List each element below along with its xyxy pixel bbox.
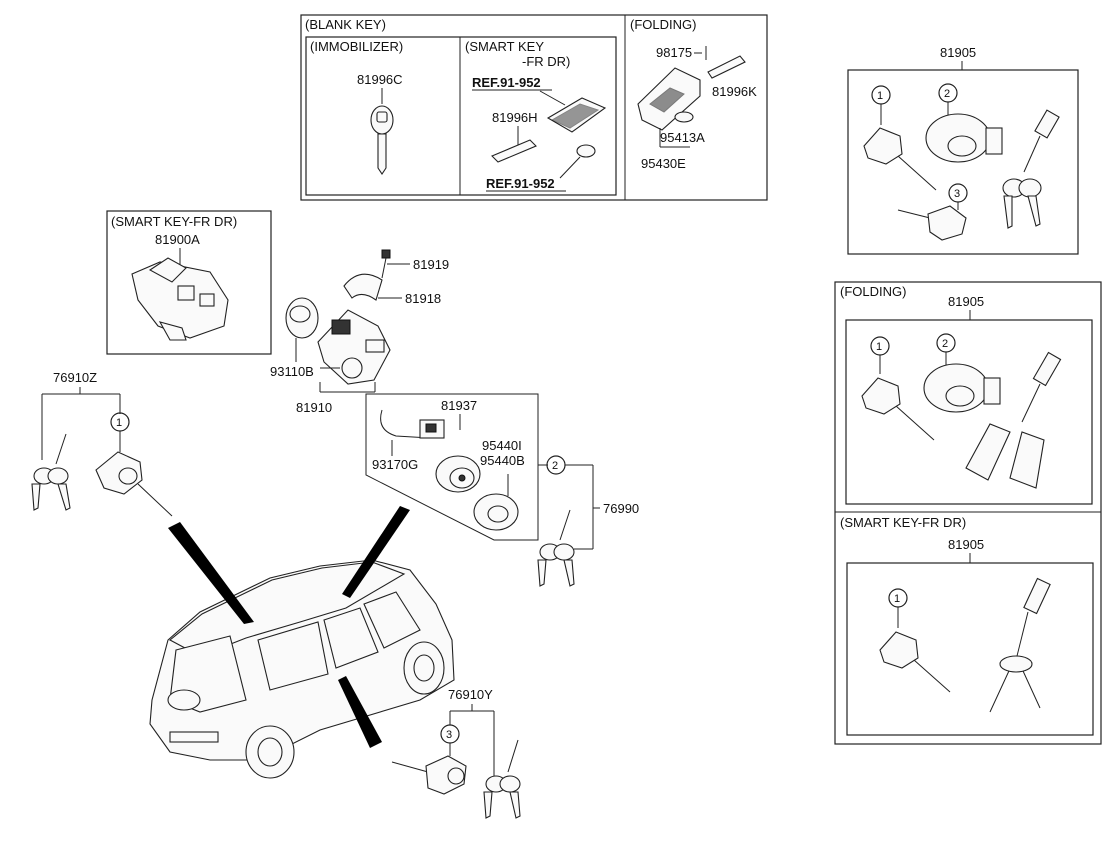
label-81919: 81919 xyxy=(413,257,449,272)
smart-key-fr-dr-right-title: (SMART KEY-FR DR) xyxy=(840,515,966,530)
smart-key-fr-dr-left-box xyxy=(106,210,272,355)
key-set-81905-standard-group: 81905 1 2 3 xyxy=(847,45,1079,255)
smart-key-blades-icon xyxy=(989,577,1051,713)
callout-2-center: 2 xyxy=(552,460,558,472)
label-93170G: 93170G xyxy=(372,457,418,472)
screw-icon xyxy=(381,249,391,279)
blank-key-group: (BLANK KEY) (IMMOBILIZER) (SMART KEY -FR… xyxy=(300,14,768,201)
emergency-key-blade-icon xyxy=(491,139,537,163)
folding-key-pair-icon xyxy=(965,351,1062,489)
ref-lower: REF.91-952 xyxy=(486,176,555,191)
immobilizer-key-icon xyxy=(370,105,394,175)
label-81905-smart: 81905 xyxy=(948,537,984,552)
folding-title-top: (FOLDING) xyxy=(630,17,696,32)
immobilizer-parts-outline xyxy=(365,393,539,541)
label-81937: 81937 xyxy=(441,398,477,413)
label-93110B: 93110B xyxy=(270,364,314,379)
folding-blade-icon xyxy=(707,55,746,79)
ignition-cylinder-r1-icon xyxy=(925,113,1003,163)
door-lock-cylinder-bottom-icon xyxy=(391,755,467,795)
folding-fob-icon xyxy=(637,67,701,131)
immobilizer-title: (IMMOBILIZER) xyxy=(310,39,403,54)
label-81996K: 81996K xyxy=(712,84,757,99)
smart-key-fr-dr-left-title: (SMART KEY-FR DR) xyxy=(111,214,237,229)
lock-cylinder-3-r1-icon xyxy=(897,205,967,241)
key-set-folding-group: (FOLDING) 81905 1 2 xyxy=(834,281,1102,745)
label-81996C: 81996C xyxy=(357,72,403,87)
battery-icon xyxy=(576,144,596,158)
blank-key-inner-box xyxy=(305,36,617,196)
right-outer-box xyxy=(834,281,1102,745)
label-81905-folding: 81905 xyxy=(948,294,984,309)
ignition-assembly-group: 81919 81918 93110B 81910 xyxy=(270,249,449,415)
callout-1-r2: 1 xyxy=(876,341,882,353)
wiring-harness-icon xyxy=(380,409,445,439)
ignition-lock-cylinder-icon xyxy=(285,297,319,339)
label-76910Y: 76910Y xyxy=(448,687,493,702)
key-pair-76910Y-icon xyxy=(483,739,521,819)
key-pair-76990-icon xyxy=(537,509,575,587)
immobilizer-antenna-icon xyxy=(435,455,481,493)
label-81900A: 81900A xyxy=(155,232,200,247)
blank-key-box xyxy=(300,14,768,201)
label-81996H: 81996H xyxy=(492,110,538,125)
label-81910: 81910 xyxy=(296,400,332,415)
key-set-76990-group: 2 76990 xyxy=(537,455,639,587)
callout-2-r1: 2 xyxy=(944,88,950,100)
callout-1-r3: 1 xyxy=(894,593,900,605)
blank-key-title: (BLANK KEY) xyxy=(305,17,386,32)
label-95440I: 95440I xyxy=(482,438,522,453)
label-95430E: 95430E xyxy=(641,156,686,171)
smart-key-fob-icon xyxy=(546,97,607,133)
steering-lock-housing-icon xyxy=(317,309,391,385)
ref-upper: REF.91-952 xyxy=(472,75,541,90)
key-pair-76910Z-icon xyxy=(31,433,71,511)
key-set-81905-folding-box xyxy=(845,319,1093,505)
immobilizer-parts-group: 81937 93170G 95440I 95440B xyxy=(365,393,548,541)
label-76910Z: 76910Z xyxy=(53,370,97,385)
key-pair-r1-icon xyxy=(1002,109,1060,229)
smart-key-title-line1: (SMART KEY xyxy=(465,39,544,54)
ignition-cylinder-r2-icon xyxy=(923,363,1001,413)
key-ring-bezel-icon xyxy=(473,493,519,531)
label-76990: 76990 xyxy=(603,501,639,516)
steering-lock-bracket-icon xyxy=(343,273,383,301)
key-set-81905-standard-box xyxy=(847,69,1079,255)
label-81905-standard: 81905 xyxy=(940,45,976,60)
lock-cylinder-r1-icon xyxy=(863,127,937,191)
label-95440B: 95440B xyxy=(480,453,525,468)
callout-2-r2: 2 xyxy=(942,338,948,350)
smart-key-title-line2: -FR DR) xyxy=(522,54,570,69)
label-95413A: 95413A xyxy=(660,130,705,145)
pointer-wedges xyxy=(168,506,410,748)
vehicle-illustration xyxy=(149,559,455,779)
lock-cylinder-r2-icon xyxy=(861,377,935,441)
callout-3-bottom: 3 xyxy=(446,729,452,741)
folding-title-right: (FOLDING) xyxy=(840,284,906,299)
callout-1-r1: 1 xyxy=(877,90,883,102)
door-lock-76910Y-group: 76910Y 3 xyxy=(391,687,521,819)
key-set-smart-key-group: (SMART KEY-FR DR) 81905 1 xyxy=(840,515,1094,736)
smart-key-module-icon xyxy=(131,257,229,341)
folding-battery-icon xyxy=(674,111,694,123)
door-lock-cylinder-left-icon xyxy=(95,451,173,517)
lock-cylinder-r3-icon xyxy=(879,631,951,693)
key-set-81905-smart-box xyxy=(846,562,1094,736)
callout-3-r1: 3 xyxy=(954,188,960,200)
label-81918: 81918 xyxy=(405,291,441,306)
callout-1-left: 1 xyxy=(116,417,122,429)
door-lock-76910Z-group: 76910Z 1 xyxy=(31,370,173,517)
smart-key-fr-dr-left-group: (SMART KEY-FR DR) 81900A xyxy=(106,210,272,355)
label-98175: 98175 xyxy=(656,45,692,60)
